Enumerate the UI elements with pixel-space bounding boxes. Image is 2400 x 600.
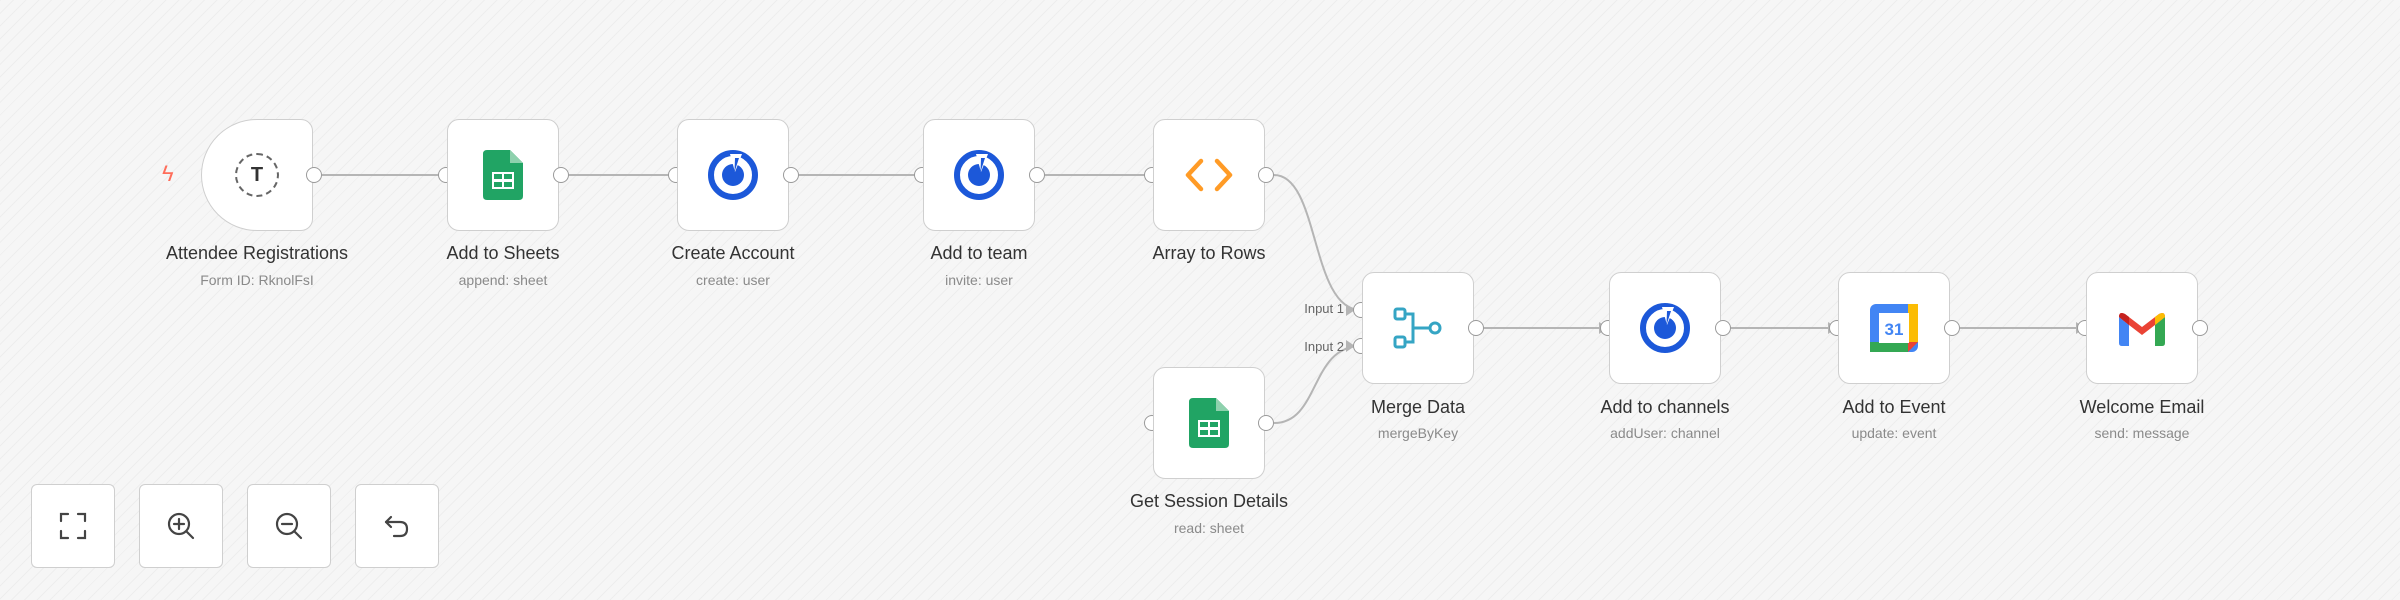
node-subtitle: addUser: channel [1610, 425, 1720, 441]
mattermost-icon [708, 150, 758, 200]
output-handle[interactable] [1258, 167, 1274, 183]
undo-button[interactable] [355, 484, 439, 568]
node-subtitle: read: sheet [1173, 520, 1245, 536]
output-handle[interactable] [306, 167, 322, 183]
node-welcome-email[interactable] [2086, 272, 2198, 384]
node-subtitle: append: sheet [458, 272, 548, 288]
node-get-session-details[interactable] [1153, 367, 1265, 479]
node-add-to-sheets[interactable] [447, 119, 559, 231]
node-subtitle: mergeByKey [1377, 425, 1459, 441]
node-title: Merge Data [1370, 397, 1466, 417]
node-title: Add to channels [1600, 397, 1730, 417]
merge-icon [1393, 307, 1442, 349]
output-handle[interactable] [1944, 320, 1960, 336]
node-subtitle: send: message [2094, 425, 2190, 441]
node-merge-data[interactable] [1362, 272, 1474, 384]
node-title: Array to Rows [1152, 243, 1266, 263]
output-handle[interactable] [2192, 320, 2208, 336]
google-calendar-icon: 31 [1870, 304, 1918, 352]
trigger-bolt-icon: ϟ [162, 161, 174, 186]
node-subtitle: create: user [696, 272, 770, 288]
svg-text:31: 31 [1885, 320, 1904, 339]
output-handle[interactable] [1468, 320, 1484, 336]
node-add-to-team[interactable] [923, 119, 1035, 231]
google-sheets-icon [483, 150, 523, 200]
mattermost-icon [1640, 303, 1690, 353]
zoom-in-button[interactable] [139, 484, 223, 568]
fit-view-button[interactable] [31, 484, 115, 568]
output-handle[interactable] [783, 167, 799, 183]
google-sheets-icon [1189, 398, 1229, 448]
merge-input-1-label: Input 1 [1304, 301, 1344, 316]
output-handle[interactable] [1029, 167, 1045, 183]
node-subtitle: Form ID: RknolFsI [200, 272, 314, 288]
zoom-out-icon [275, 512, 303, 540]
output-handle[interactable] [1258, 415, 1274, 431]
gmail-icon [2119, 313, 2165, 346]
node-subtitle: invite: user [945, 272, 1013, 288]
zoom-out-button[interactable] [247, 484, 331, 568]
output-handle[interactable] [553, 167, 569, 183]
node-title: Add to Event [1842, 397, 1946, 417]
node-attendee-registrations[interactable]: T [201, 119, 313, 231]
node-create-account[interactable] [677, 119, 789, 231]
node-title: Add to team [930, 243, 1028, 263]
node-title: Attendee Registrations [165, 243, 349, 263]
code-icon [1185, 158, 1233, 192]
mattermost-icon [954, 150, 1004, 200]
undo-icon [384, 515, 409, 538]
node-title: Add to Sheets [446, 243, 560, 263]
node-subtitle: update: event [1851, 425, 1937, 441]
node-title: Welcome Email [2079, 397, 2205, 417]
fit-view-icon [59, 512, 87, 540]
node-array-to-rows[interactable] [1153, 119, 1265, 231]
output-handle[interactable] [1715, 320, 1731, 336]
node-add-to-event[interactable]: 31 [1838, 272, 1950, 384]
zoom-in-icon [167, 512, 195, 540]
form-trigger-icon: T [235, 153, 279, 197]
node-title: Get Session Details [1129, 491, 1289, 511]
merge-input-2-label: Input 2 [1304, 339, 1344, 354]
node-add-to-channels[interactable] [1609, 272, 1721, 384]
node-title: Create Account [671, 243, 795, 263]
